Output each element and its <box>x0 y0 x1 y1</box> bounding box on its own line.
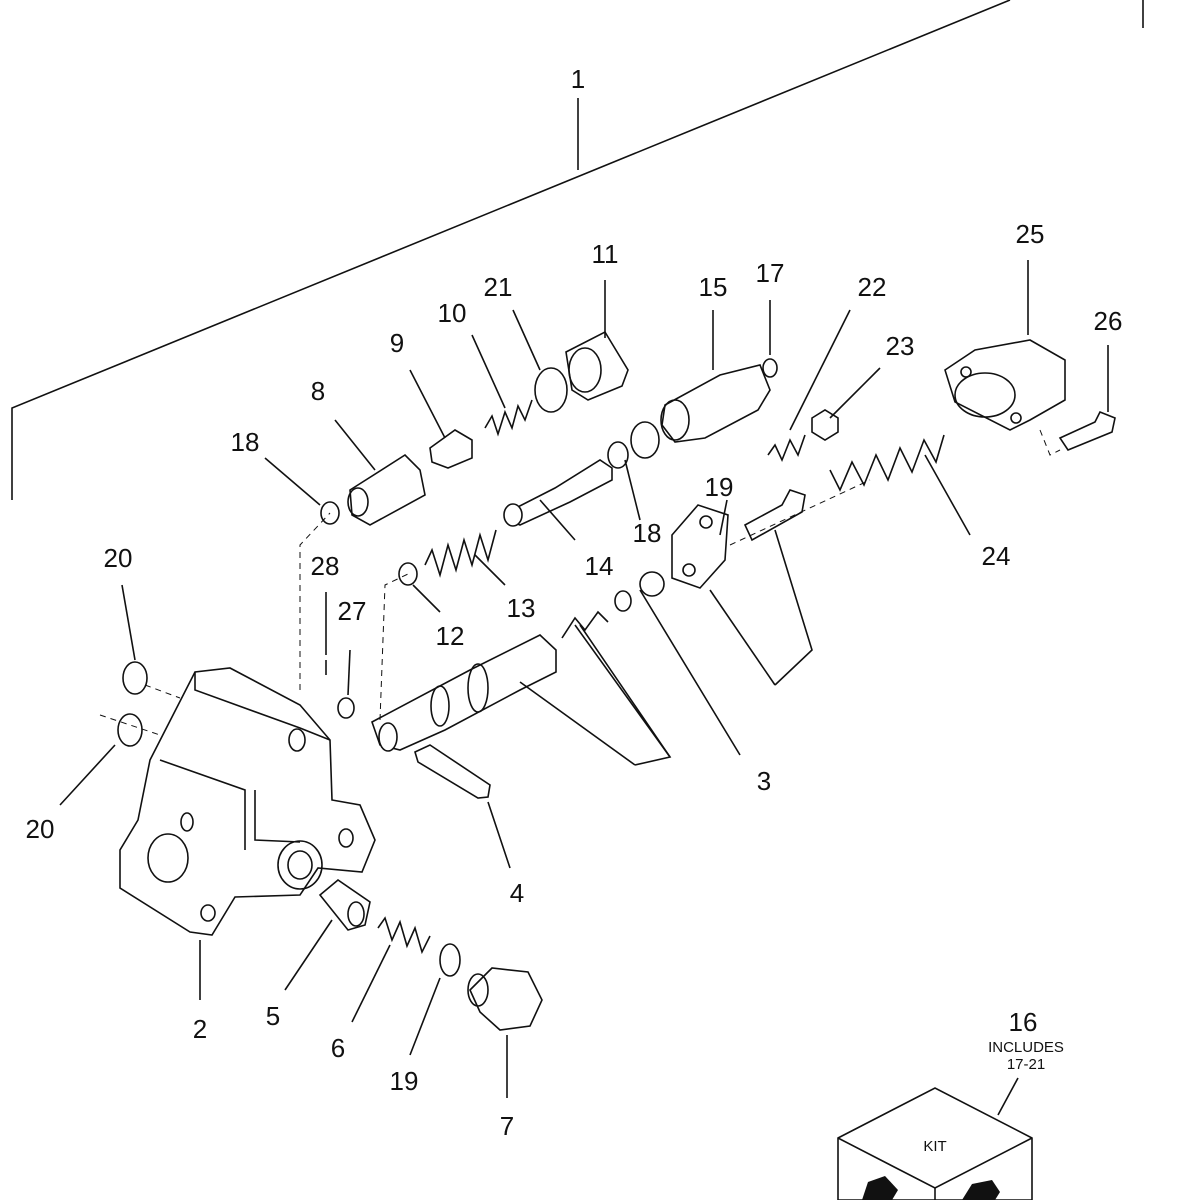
o-ring-20-lower <box>117 713 143 747</box>
cap-screw-26 <box>1058 410 1116 451</box>
relief-poppet-housing <box>347 453 426 526</box>
pin <box>414 744 491 799</box>
relief-cap <box>565 330 629 401</box>
washer-27 <box>337 697 355 719</box>
assembly-bracket <box>11 0 1144 500</box>
callout-5: 5 <box>266 1001 280 1031</box>
check-poppet <box>318 878 371 931</box>
valve-sleeve <box>660 364 771 443</box>
o-ring-20-upper <box>122 661 148 695</box>
callout-1: 1 <box>571 64 585 94</box>
callout-25: 25 <box>1016 219 1045 249</box>
callout-8: 8 <box>311 376 325 406</box>
kit-logo-right <box>962 1180 1000 1200</box>
kit-box: KIT <box>837 1087 1033 1200</box>
washer-12 <box>398 562 418 586</box>
callout-17: 17 <box>756 258 785 288</box>
spring-24 <box>829 434 945 492</box>
plug <box>467 967 543 1031</box>
spring-13 <box>424 529 497 578</box>
callout-13: 13 <box>507 593 536 623</box>
o-ring-17 <box>762 358 778 378</box>
callout-7: 7 <box>500 1111 514 1141</box>
mounting-plate <box>671 504 729 589</box>
piston-rod <box>503 459 613 527</box>
callout-12: 12 <box>436 621 465 651</box>
relief-poppet <box>429 429 473 469</box>
callout-27: 27 <box>338 596 367 626</box>
callout-3: 3 <box>757 766 771 796</box>
relief-spring <box>484 399 533 437</box>
callout-28: 28 <box>311 551 340 581</box>
callout-11: 11 <box>592 239 619 269</box>
callout-19-lower: 19 <box>390 1066 419 1096</box>
kit-range-text: 17-21 <box>1007 1056 1045 1073</box>
kit-box-label: KIT <box>923 1138 946 1155</box>
o-ring-18-left <box>320 501 340 525</box>
callout-14: 14 <box>585 551 614 581</box>
callout-2: 2 <box>193 1014 207 1044</box>
o-ring-18-mid <box>607 441 629 469</box>
check-spring <box>377 916 431 955</box>
callout-19-plate: 19 <box>705 472 734 502</box>
valve-body <box>119 667 376 936</box>
set-screw-22 <box>767 434 806 463</box>
callout-18-mid: 18 <box>633 518 662 548</box>
callout-18-left: 18 <box>231 427 260 457</box>
callout-20-upper: 20 <box>104 543 133 573</box>
callout-20-lower: 20 <box>26 814 55 844</box>
callout-9: 9 <box>390 328 404 358</box>
callout-21: 21 <box>484 272 513 302</box>
callout-22: 22 <box>858 272 887 302</box>
callout-16: 16 <box>1009 1007 1038 1037</box>
callout-24: 24 <box>982 541 1011 571</box>
cap-screw-lower <box>743 489 806 542</box>
o-ring-19-mid <box>630 421 660 459</box>
o-ring-19-lower <box>439 943 461 977</box>
spool-assembly <box>371 571 665 752</box>
callout-10: 10 <box>438 298 467 328</box>
o-ring-21 <box>534 367 568 413</box>
callout-15: 15 <box>699 272 728 302</box>
callout-4: 4 <box>510 878 524 908</box>
kit-logo-left <box>862 1176 898 1200</box>
leader-lines <box>59 260 1109 1116</box>
callout-23: 23 <box>886 331 915 361</box>
callout-26: 26 <box>1094 306 1123 336</box>
spring-cover <box>944 339 1066 431</box>
centerlines <box>99 429 1061 736</box>
kit-note: INCLUDES 17-21 <box>988 1039 1064 1073</box>
kit-includes-text: INCLUDES <box>988 1039 1064 1056</box>
callout-labels: 1 2 3 4 5 6 7 8 9 10 11 12 13 14 15 16 1… <box>26 64 1123 1141</box>
callout-6: 6 <box>331 1033 345 1063</box>
